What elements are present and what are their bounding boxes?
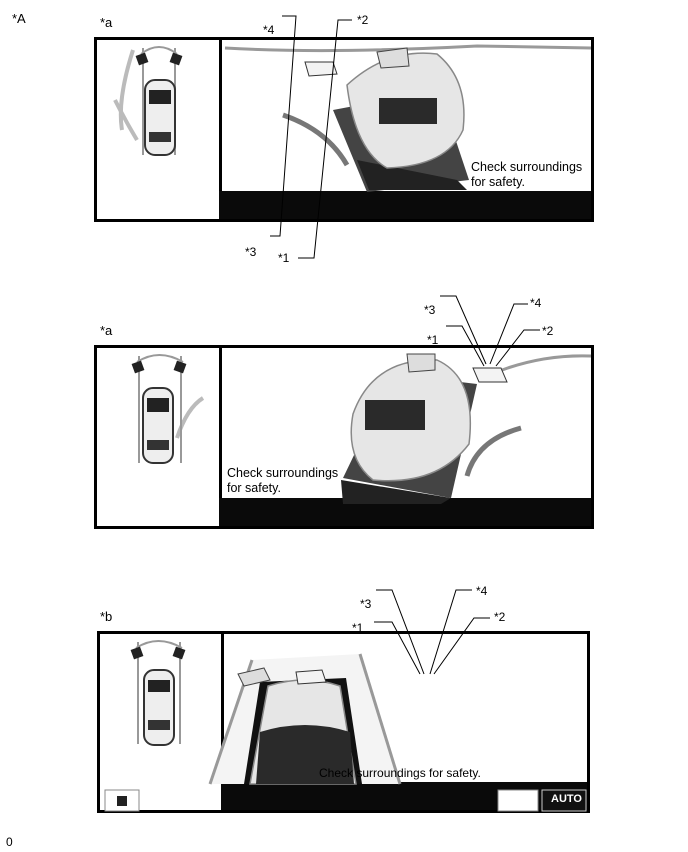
callout-marker: *1: [352, 621, 364, 635]
safety-message: Check surroundings for safety.: [319, 766, 481, 781]
top-down-view: [100, 634, 224, 810]
message-line: Check surroundings for safety.: [319, 766, 481, 780]
rear-camera-illustration: [341, 353, 592, 504]
safety-message: Check surroundings for safety.: [227, 466, 338, 496]
front-camera-illustration: [104, 653, 587, 812]
callout-marker: *3: [360, 597, 372, 611]
callout-marker: *1: [427, 333, 439, 347]
message-line: Check surroundings: [471, 160, 583, 174]
view-label: *a: [100, 15, 113, 30]
callout-marker: *2: [542, 324, 554, 338]
auto-mode-button[interactable]: [541, 789, 587, 812]
callout-marker: *4: [263, 23, 275, 37]
figure-label: *A: [12, 11, 26, 26]
top-down-view: [97, 348, 222, 526]
view-label: *a: [100, 323, 113, 338]
message-line: for safety.: [471, 175, 525, 189]
figure-number: 0: [6, 835, 13, 849]
message-line: for safety.: [227, 481, 281, 495]
callout-marker: *1: [278, 251, 290, 265]
view-label: *b: [100, 609, 113, 624]
top-down-vehicle-illustration: [130, 640, 186, 746]
camera-screen: Check surroundings for safety. AUTO: [97, 631, 590, 813]
callout-marker: *4: [530, 296, 542, 310]
safety-message: Check surroundings for safety.: [471, 160, 582, 190]
callout-marker: *3: [245, 245, 257, 259]
camera-screen: Check surroundings for safety.: [94, 37, 594, 222]
status-bar: [219, 191, 591, 219]
rear-camera-illustration: [224, 44, 592, 192]
callout-marker: *2: [357, 13, 369, 27]
callout-marker: *3: [424, 303, 436, 317]
auto-label: AUTO: [551, 793, 582, 805]
top-down-vehicle-illustration: [131, 354, 205, 464]
parking-assist-button[interactable]: [497, 789, 539, 812]
top-down-view: [97, 40, 222, 219]
callout-marker: *2: [494, 610, 506, 624]
message-line: Check surroundings: [227, 466, 339, 480]
callout-marker: *4: [476, 584, 488, 598]
camera-screen: Check surroundings for safety.: [94, 345, 594, 529]
top-down-vehicle-illustration: [113, 46, 183, 156]
